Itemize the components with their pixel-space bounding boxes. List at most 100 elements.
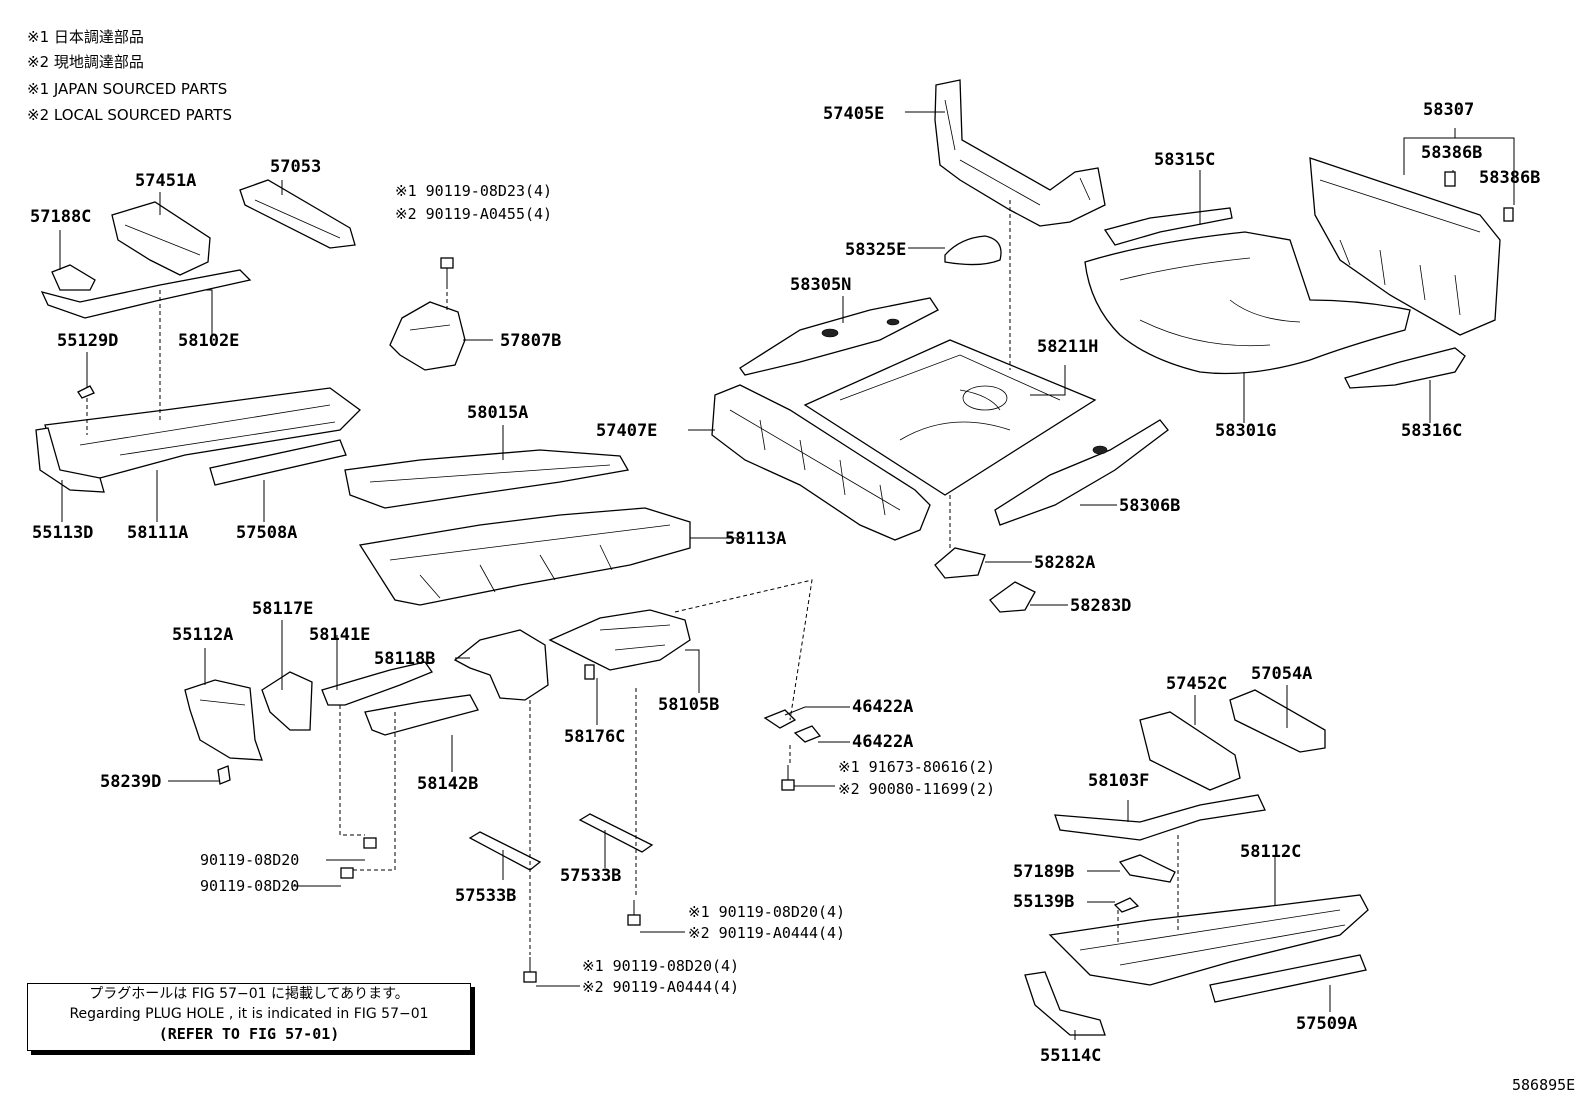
part-label-58211H[interactable]: 58211H (1037, 337, 1098, 357)
legend-line: ※2 現地調達部品 (27, 53, 144, 71)
part-label-57452C[interactable]: 57452C (1166, 674, 1227, 694)
note-line-refer[interactable]: (REFER TO FIG 57-01) (158, 1025, 340, 1043)
part-label-57533B[interactable]: 57533B (560, 866, 621, 886)
part-label-58117E[interactable]: 58117E (252, 599, 313, 619)
fastener-label[interactable]: ※1 90119-08D20(4) (582, 957, 739, 975)
part-label-58141E[interactable]: 58141E (309, 625, 370, 645)
sill-57509A-drawing (1209, 954, 1367, 1003)
center-floor-58113A-drawing (358, 507, 691, 606)
part-label-58105B[interactable]: 58105B (658, 695, 719, 715)
fastener-label[interactable]: 90119-08D20 (200, 851, 299, 869)
reinforcement-58142B-drawing (364, 694, 479, 736)
sill-57508A-drawing (209, 439, 347, 486)
part-label-58282A[interactable]: 58282A (1034, 553, 1095, 573)
part-label-55114C[interactable]: 55114C (1040, 1046, 1101, 1066)
part-label-58176C[interactable]: 58176C (564, 727, 625, 747)
part-label-58118B[interactable]: 58118B (374, 649, 435, 669)
fastener-label[interactable]: ※1 91673-80616(2) (838, 758, 995, 776)
bracket-57054A-drawing (1229, 689, 1326, 753)
part-label-58325E[interactable]: 58325E (845, 240, 906, 260)
part-label-55139B[interactable]: 55139B (1013, 892, 1074, 912)
part-label-57407E[interactable]: 57407E (596, 421, 657, 441)
bracket-46422A-drawing (793, 725, 822, 743)
part-label-58283D[interactable]: 58283D (1070, 596, 1131, 616)
part-label-58315C[interactable]: 58315C (1154, 150, 1215, 170)
pad-57533B-drawing (468, 831, 542, 871)
clip-58176C-drawing (584, 664, 595, 680)
part-label-55112A[interactable]: 55112A (172, 625, 233, 645)
part-label-58386B[interactable]: 58386B (1479, 168, 1540, 188)
panel-58118B-drawing (453, 629, 549, 701)
part-label-57508A[interactable]: 57508A (236, 523, 297, 543)
fastener-label[interactable]: ※2 90119-A0455(4) (395, 205, 552, 223)
bracket-55139B-drawing (1113, 897, 1140, 913)
rear-floor-pan-58301G-drawing (1084, 231, 1411, 375)
part-label-58306B[interactable]: 58306B (1119, 496, 1180, 516)
panel-58117E-drawing (261, 671, 313, 731)
part-label-58386B[interactable]: 58386B (1421, 143, 1482, 163)
part-label-58239D[interactable]: 58239D (100, 772, 161, 792)
fastener-label[interactable]: ※2 90080-11699(2) (838, 780, 995, 798)
part-labels: 57405E 58307 58315C 58386B 58386B 57451A… (30, 100, 1540, 1066)
part-label-58142B[interactable]: 58142B (417, 774, 478, 794)
sourcing-legend: ※1 日本調達部品 ※2 現地調達部品 ※1 JAPAN SOURCED PAR… (27, 28, 232, 124)
clip-58386B-drawing (1503, 207, 1514, 222)
part-label-58316C[interactable]: 58316C (1401, 421, 1462, 441)
fastener-labels: ※1 90119-08D23(4) ※2 90119-A0455(4) ※1 9… (200, 182, 995, 996)
part-label-58301G[interactable]: 58301G (1215, 421, 1276, 441)
leader-lines (59, 111, 1515, 1040)
part-label-57807B[interactable]: 57807B (500, 331, 561, 351)
part-label-58102E[interactable]: 58102E (178, 331, 239, 351)
side-member-57407E-drawing (711, 384, 931, 541)
note-line-en: Regarding PLUG HOLE , it is indicated in… (69, 1006, 429, 1022)
pan-58325E-drawing (944, 235, 1002, 266)
part-label-58113A[interactable]: 58113A (725, 529, 786, 549)
bolt-90119-08D20-drawing (363, 837, 377, 849)
part-label-55113D[interactable]: 55113D (32, 523, 93, 543)
part-label-58307[interactable]: 58307 (1423, 100, 1474, 120)
fastener-label[interactable]: 90119-08D20 (200, 877, 299, 895)
bracket-58283D-drawing (989, 581, 1036, 613)
part-label-55129D[interactable]: 55129D (57, 331, 118, 351)
bracket-57189B-drawing (1118, 854, 1176, 883)
part-label-46422A[interactable]: 46422A (852, 732, 913, 752)
panel-57452C-drawing (1139, 711, 1241, 791)
part-label-58103F[interactable]: 58103F (1088, 771, 1149, 791)
fastener-label[interactable]: ※1 90119-08D23(4) (395, 182, 552, 200)
part-label-57188C[interactable]: 57188C (30, 207, 91, 227)
fastener-label[interactable]: ※2 90119-A0444(4) (688, 924, 845, 942)
part-label-57054A[interactable]: 57054A (1251, 664, 1312, 684)
bracket-57188C-drawing (51, 264, 96, 291)
part-label-58112C[interactable]: 58112C (1240, 842, 1301, 862)
part-label-58015A[interactable]: 58015A (467, 403, 528, 423)
part-label-58305N[interactable]: 58305N (790, 275, 851, 295)
part-label-57533B[interactable]: 57533B (455, 886, 516, 906)
panel-57451A-drawing (111, 201, 211, 276)
bolt-drawing (523, 765, 795, 983)
bolt-90119-08D20-drawing (340, 867, 354, 879)
part-label-57451A[interactable]: 57451A (135, 171, 196, 191)
legend-line: ※2 LOCAL SOURCED PARTS (27, 106, 232, 124)
rear-floor-58211H-drawing (803, 339, 1097, 496)
part-label-57405E[interactable]: 57405E (823, 104, 884, 124)
part-label-57053[interactable]: 57053 (270, 157, 321, 177)
panel-55112A-drawing (184, 679, 263, 761)
figure-id: 586895E (1512, 1076, 1575, 1094)
panel-58305N-drawing (739, 297, 939, 376)
fastener-label[interactable]: ※1 90119-08D20(4) (688, 903, 845, 921)
part-label-57189B[interactable]: 57189B (1013, 862, 1074, 882)
part-label-46422A[interactable]: 46422A (852, 697, 913, 717)
panel-55113D-drawing (35, 427, 105, 493)
panel-55114C-drawing (1024, 971, 1106, 1036)
cross-member-57405E-drawing (934, 79, 1106, 227)
floor-side-58316C-drawing (1344, 347, 1466, 389)
tunnel-58015A-drawing (344, 449, 630, 509)
part-label-57509A[interactable]: 57509A (1296, 1014, 1357, 1034)
panel-58306B-drawing (994, 419, 1169, 526)
clip-58239D-drawing (217, 765, 231, 785)
fastener-label[interactable]: ※2 90119-A0444(4) (582, 978, 739, 996)
reinforcement-58141E-drawing (321, 661, 434, 706)
part-label-58111A[interactable]: 58111A (127, 523, 188, 543)
